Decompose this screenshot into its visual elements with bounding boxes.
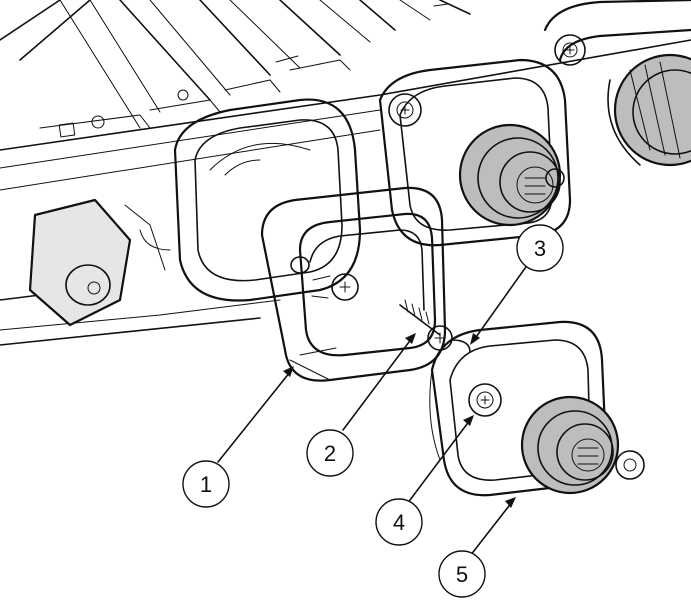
callout-5: 5 [438, 550, 486, 598]
installed-connector-middle [378, 58, 572, 247]
left-hex-cap [28, 198, 166, 327]
installed-connector-right [543, 0, 691, 167]
callout-3-label: 3 [534, 236, 546, 261]
callout-1: 1 [182, 460, 230, 508]
callout-2-label: 2 [324, 441, 336, 466]
callout-1-label: 1 [200, 472, 212, 497]
connector-module-part-5 [429, 320, 645, 497]
callout-5-label: 5 [456, 562, 468, 587]
washer-part-3 [451, 339, 471, 353]
device-housing [0, 0, 691, 346]
callout-4-label: 4 [393, 510, 405, 535]
screw-part-2 [427, 325, 453, 351]
leader-lines [217, 263, 529, 557]
adapter-frame-part-1 [260, 186, 447, 382]
empty-port-opening [139, 98, 362, 302]
callout-3: 3 [516, 224, 564, 272]
callout-2: 2 [306, 429, 354, 477]
callout-4: 4 [375, 498, 423, 546]
